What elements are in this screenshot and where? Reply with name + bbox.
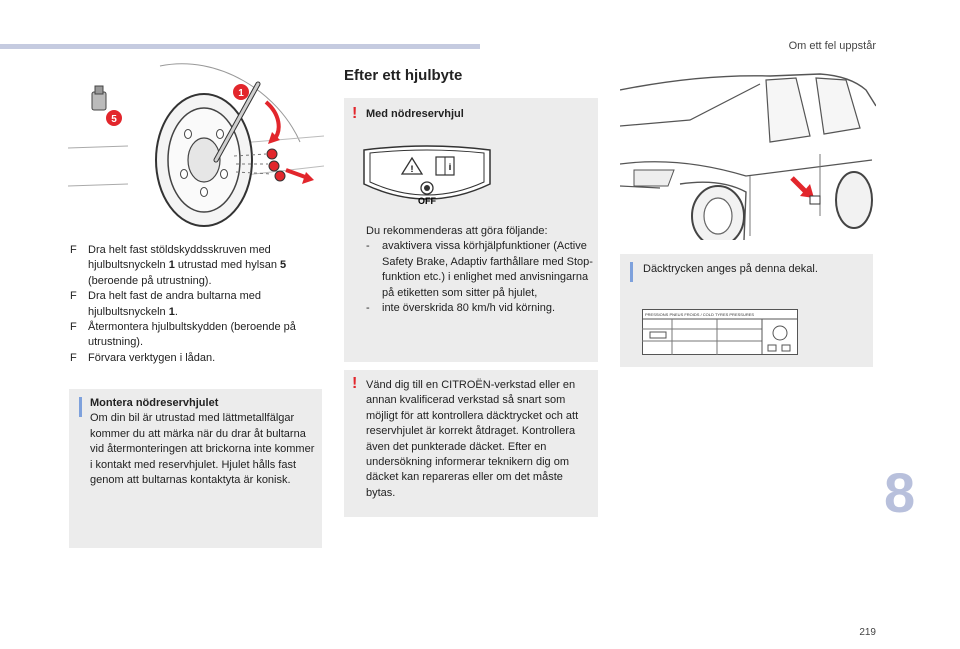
warning-icon: ! (352, 375, 358, 392)
spare-label-panel: ! i OFF (360, 144, 494, 215)
arrow-bullet-icon: F (70, 321, 77, 334)
car-illustration (619, 66, 877, 247)
info-icon (630, 262, 633, 282)
decal-header: PRESSIONS PNEUS FROIDS / COLD TYRES PRES… (645, 312, 754, 317)
list-item: F Förvara verktygen i lådan. (70, 351, 330, 366)
mount-note-body: Om din bil är utrustad med lättmetallfäl… (90, 412, 315, 487)
section-header: Om ett fel uppstår (788, 40, 876, 52)
info-icon (79, 397, 82, 417)
warning-icon: ! (352, 105, 358, 122)
wheel-illustration: 1 5 (67, 62, 325, 230)
svg-text:i: i (449, 162, 452, 172)
list-item: F Dra helt fast stöldskyddsskruven med h… (70, 244, 287, 287)
tyre-pressure-decal: PRESSIONS PNEUS FROIDS / COLD TYRES PRES… (642, 309, 798, 360)
arrow-bullet-icon: F (70, 290, 77, 303)
list-item: F Återmontera hjulbultskydden (beroende … (70, 321, 296, 349)
workshop-note-body: Vänd dig till en CITROËN-verkstad eller … (366, 379, 579, 499)
chapter-number: 8 (884, 461, 916, 524)
callout-1: 1 (238, 88, 244, 99)
arrow-bullet-icon: F (70, 244, 77, 256)
step-list: F Dra helt fast stöldskyddsskruven med h… (70, 243, 330, 366)
svg-text:!: ! (411, 164, 414, 174)
workshop-note-box: ! Vänd dig till en CITROËN-verkstad elle… (344, 370, 598, 517)
mount-note-box: Montera nödreservhjulet Om din bil är ut… (69, 389, 322, 548)
list-item: F Dra helt fast de andra bultarna med hj… (70, 290, 262, 318)
callout-5: 5 (111, 114, 117, 125)
decal-note-body: Däcktrycken anges på denna dekal. (643, 263, 818, 275)
off-label: OFF (418, 196, 436, 206)
list-item: - avaktivera vissa körhjälpfunktioner (A… (366, 240, 593, 299)
spare-intro: Du rekommenderas att göra följande: (366, 225, 548, 237)
page-number: 219 (859, 627, 876, 638)
arrow-bullet-icon: F (70, 351, 77, 364)
mount-note-heading: Montera nödreservhjulet (90, 397, 219, 409)
spare-wheel-box: ! Med nödreservhjul ! i OFF Du rekommend… (344, 98, 598, 362)
section-title: Efter ett hjulbyte (344, 67, 463, 84)
list-item: - inte överskrida 80 km/h vid körning. (366, 302, 556, 315)
header-rule (0, 44, 480, 49)
spare-heading: Med nödreservhjul (366, 108, 464, 120)
decal-note-box: Däcktrycken anges på denna dekal. PRESSI… (620, 254, 873, 367)
